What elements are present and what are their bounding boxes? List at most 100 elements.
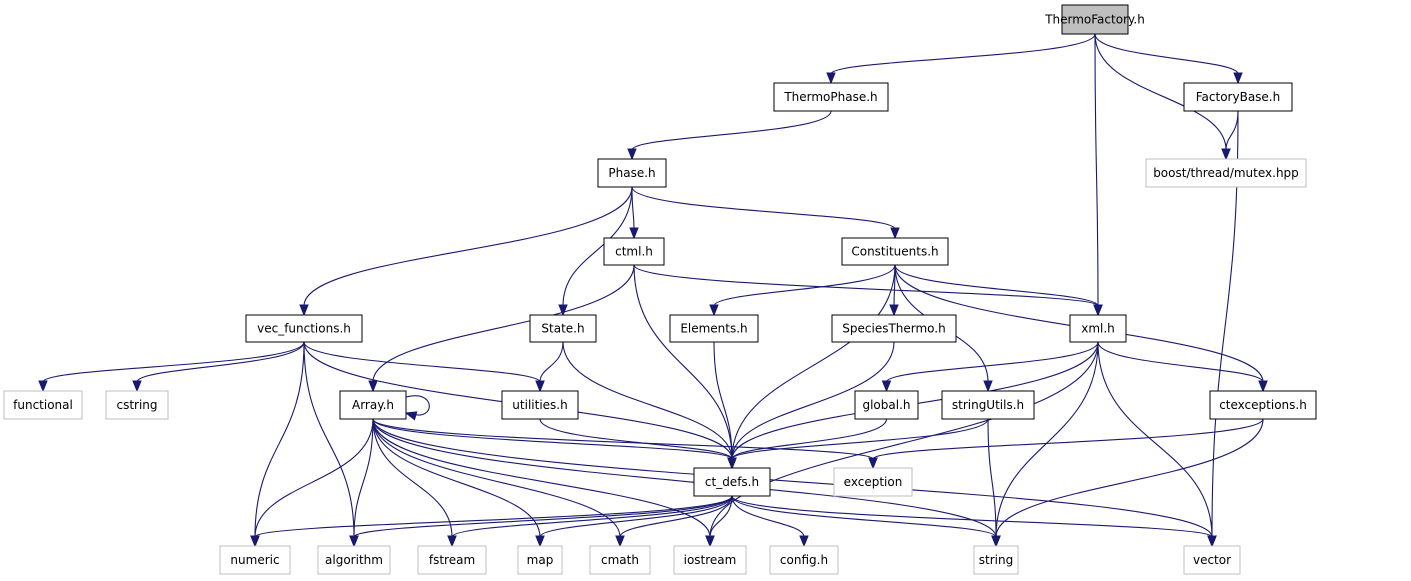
node-array[interactable]: Array.h <box>339 390 407 420</box>
node-label: Constituents.h <box>851 245 938 259</box>
edge-thermophase-to-phase <box>627 110 832 161</box>
node-thermofactory[interactable]: ThermoFactory.h <box>1044 4 1145 35</box>
node-box <box>245 314 363 343</box>
edge-line <box>303 186 633 307</box>
node-label: exception <box>844 475 903 489</box>
node-ctml[interactable]: ctml.h <box>603 237 665 266</box>
node-label: vec_functions.h <box>257 322 351 336</box>
node-label: SpeciesThermo.h <box>842 322 945 336</box>
edge-arrowhead <box>535 380 545 393</box>
edge-line <box>872 418 1264 460</box>
node-global[interactable]: global.h <box>854 390 919 420</box>
node-factorybase[interactable]: FactoryBase.h <box>1183 82 1293 112</box>
node-box <box>673 545 747 575</box>
node-iostream[interactable]: iostream <box>673 545 747 575</box>
edge-phase-to-vecfunctions <box>299 186 633 317</box>
node-box <box>517 545 563 575</box>
edge-line <box>372 418 1213 538</box>
edge-vecfunctions-to-utilities <box>303 341 545 393</box>
node-box <box>1145 158 1307 188</box>
node-label: xml.h <box>1081 322 1115 336</box>
edge-vecfunctions-to-functional <box>38 341 305 393</box>
edge-thermofactory-to-thermophase <box>826 33 1096 85</box>
edge-arrowhead <box>615 535 625 548</box>
edge-ctml-to-xml <box>633 264 1103 317</box>
edge-arrowhead <box>1093 304 1103 317</box>
edge-arrowhead <box>1258 380 1268 393</box>
node-box <box>693 467 771 497</box>
edge-line <box>631 186 896 230</box>
node-box <box>3 390 83 420</box>
node-exception[interactable]: exception <box>833 467 913 497</box>
edge-array-to-ctdefs <box>372 418 737 470</box>
edge-ctdefs-to-vector <box>731 495 1217 548</box>
node-phase[interactable]: Phase.h <box>597 158 667 188</box>
node-algorithm[interactable]: algorithm <box>317 545 391 575</box>
edge-ctdefs-to-fstream <box>447 495 733 548</box>
edge-line <box>631 110 832 151</box>
edge-line <box>372 418 733 460</box>
edge-line <box>372 418 997 538</box>
node-utilities[interactable]: utilities.h <box>501 390 579 420</box>
edge-arrowhead <box>535 535 545 548</box>
edge-line <box>731 418 989 460</box>
edge-vecfunctions-to-cstring <box>132 341 305 393</box>
edge-line <box>562 341 733 460</box>
node-xml[interactable]: xml.h <box>1069 314 1127 343</box>
node-cmath[interactable]: cmath <box>589 545 651 575</box>
node-map[interactable]: map <box>517 545 563 575</box>
edge-line <box>405 395 430 416</box>
edge-line <box>731 495 1213 538</box>
node-string[interactable]: string <box>973 545 1019 575</box>
edge-line <box>1097 341 1213 538</box>
edge-ctdefs-to-iostream <box>705 495 733 548</box>
edge-line <box>353 495 733 538</box>
node-stringutils[interactable]: stringUtils.h <box>941 390 1035 420</box>
edge-thermofactory-to-xml <box>1093 33 1103 317</box>
node-speciesthermo[interactable]: SpeciesThermo.h <box>831 314 957 343</box>
edge-line <box>254 341 305 538</box>
node-functional[interactable]: functional <box>3 390 83 420</box>
edge-arrowhead <box>890 227 900 240</box>
node-label: ct_defs.h <box>705 475 759 489</box>
edge-line <box>42 341 305 383</box>
node-boostmutex[interactable]: boost/thread/mutex.hpp <box>1145 158 1307 188</box>
node-label: ThermoFactory.h <box>1044 13 1145 27</box>
edge-arrowhead <box>868 457 878 470</box>
node-label: string <box>979 553 1013 567</box>
edge-arrowhead <box>629 227 639 240</box>
node-vector[interactable]: vector <box>1183 545 1241 575</box>
node-cstring[interactable]: cstring <box>105 390 169 420</box>
node-label: fstream <box>429 553 475 567</box>
node-vecfunctions[interactable]: vec_functions.h <box>245 314 363 343</box>
edge-line <box>1094 33 1099 307</box>
node-numeric[interactable]: numeric <box>219 545 291 575</box>
edge-arrowhead <box>627 148 637 161</box>
edge-arrowhead <box>826 72 836 85</box>
node-box <box>339 390 407 420</box>
node-box <box>1183 545 1241 575</box>
edge-line <box>136 341 305 383</box>
edge-arrowhead <box>349 535 359 548</box>
edge-xml-to-global <box>881 341 1099 393</box>
edge-arrowhead <box>799 535 809 548</box>
edge-ctdefs-to-algorithm <box>349 495 733 548</box>
node-state[interactable]: State.h <box>529 314 597 343</box>
edge-arrowhead <box>889 304 899 317</box>
node-config[interactable]: config.h <box>769 545 839 575</box>
edge-phase-to-constituents <box>631 186 900 240</box>
edge-line <box>372 418 711 538</box>
edge-arrowhead <box>983 380 993 393</box>
node-constituents[interactable]: Constituents.h <box>841 237 949 266</box>
node-elements[interactable]: Elements.h <box>669 314 759 343</box>
edge-arrowhead <box>1221 148 1231 161</box>
edge-line <box>451 495 733 538</box>
node-ctexceptions[interactable]: ctexceptions.h <box>1209 390 1317 420</box>
node-fstream[interactable]: fstream <box>417 545 487 575</box>
node-ctdefs[interactable]: ct_defs.h <box>693 467 771 497</box>
node-thermophase[interactable]: ThermoPhase.h <box>773 82 889 112</box>
edge-line <box>303 341 541 383</box>
edge-arrowhead <box>368 380 378 393</box>
